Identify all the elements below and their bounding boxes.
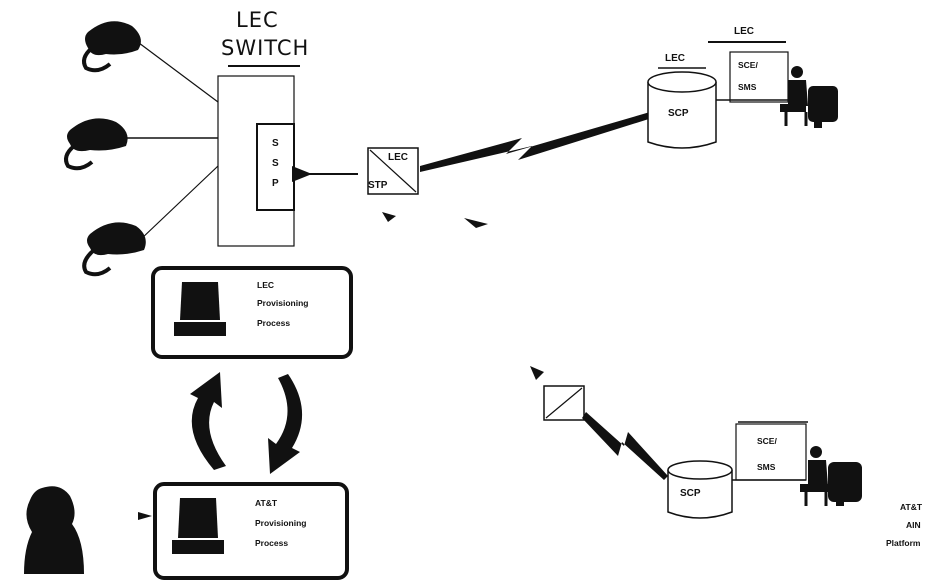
sms-top-owner: LEC [734,26,754,37]
sms-bottom-label-1: SCE/ [757,436,777,446]
att-provisioning-box [138,482,349,580]
att-prov-line3: Process [255,538,289,548]
lec-prov-line2: Provisioning [257,298,309,308]
stp-owner-label: LEC [388,152,408,163]
scp-cylinder-bottom [667,460,733,519]
ssp-letter-2: S [272,158,279,169]
sce-sms-bottom [735,421,808,481]
platform-line1: AT&T [900,502,923,512]
platform-line3: Platform [886,538,921,548]
operator-icon [780,66,838,128]
telephone-icon [64,118,128,171]
switch-title-line1: LEC [236,8,279,32]
stp-label: STP [368,180,388,191]
platform-line2: AIN [906,520,921,530]
lec-switch [217,65,300,247]
sms-top-label-1: SCE/ [738,60,758,70]
lec-provisioning-box [151,266,353,359]
att-prov-line2: Provisioning [255,518,307,528]
sms-top-label-2: SMS [738,82,757,92]
att-prov-line1: AT&T [255,498,278,508]
scp-top-label: SCP [668,108,689,119]
lec-prov-line1: LEC [257,280,274,290]
person-icon [24,486,84,574]
ssp-letter-3: P [272,178,279,189]
scp-cylinder-top [647,67,717,149]
exchange-arrows [190,372,303,474]
lightning-link-icon [420,112,652,172]
scp-bottom-label: SCP [680,488,701,499]
sce-sms-top [708,41,789,103]
scp-top-owner: LEC [665,53,685,64]
lec-prov-line3: Process [257,318,291,328]
operator-icon [800,446,862,506]
ssp-letter-1: S [272,138,279,149]
sms-bottom-label-2: SMS [757,462,776,472]
att-stp-box [530,366,585,421]
telephone-icon [82,21,141,73]
lec-stp-box [367,147,488,228]
switch-title-line2: SWITCH [221,36,310,60]
telephone-icon [82,222,146,277]
lightning-link-icon [582,412,668,480]
